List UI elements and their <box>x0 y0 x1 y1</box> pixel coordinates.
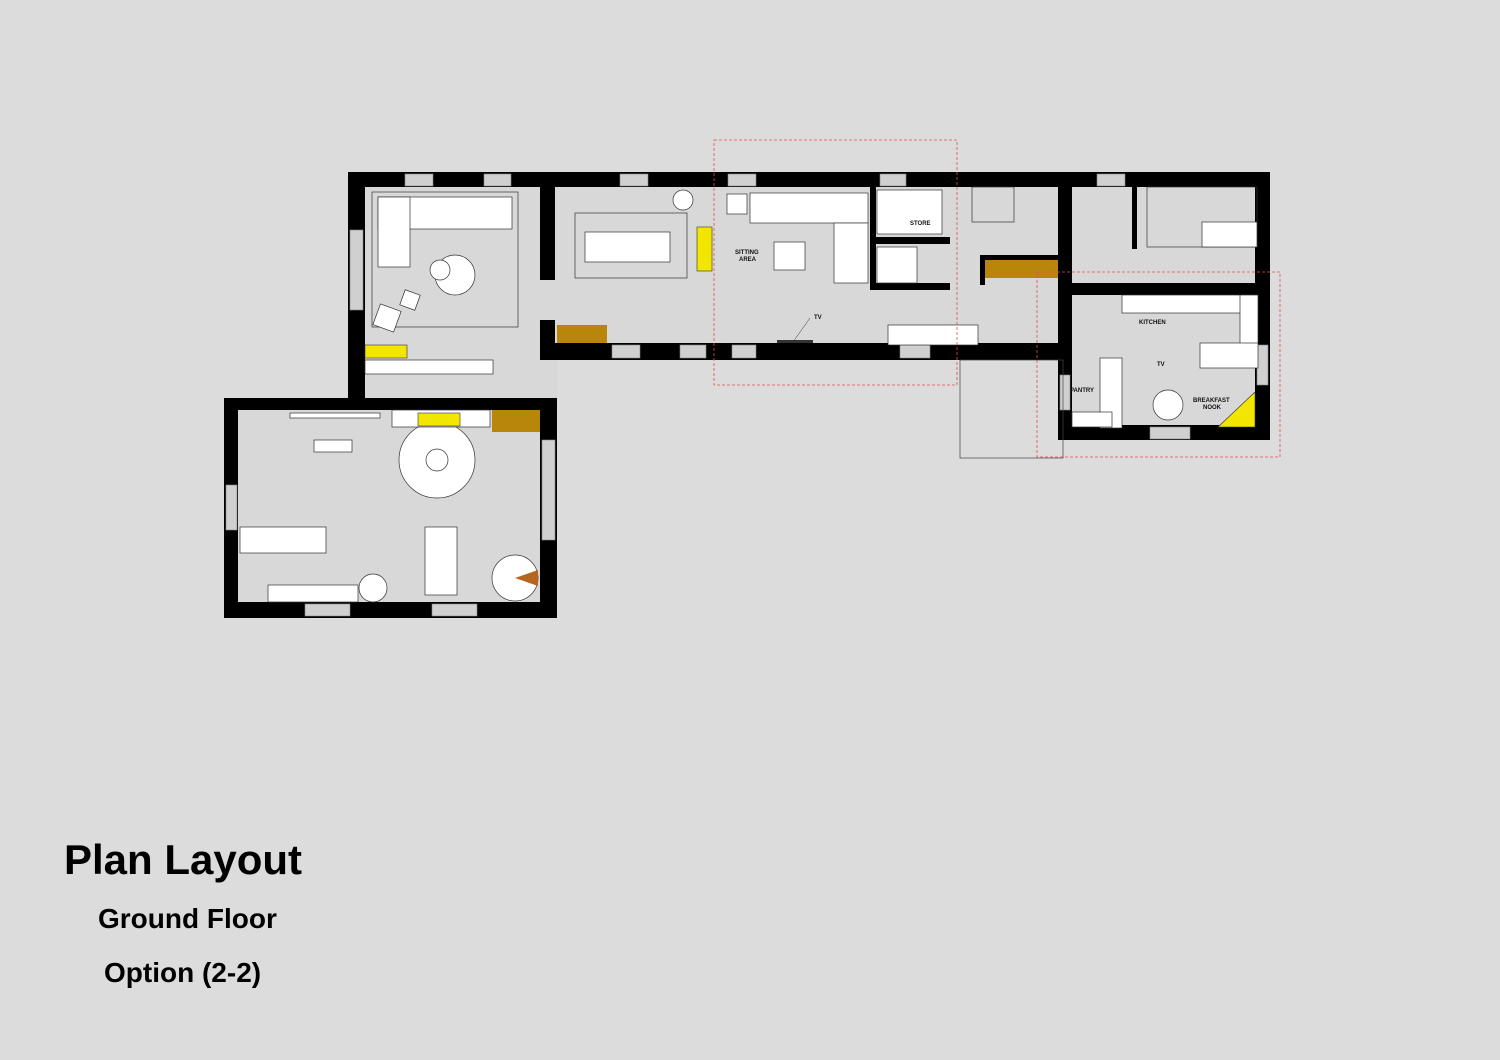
windows <box>225 173 1269 617</box>
room-label-pantry: PANTRY <box>1070 388 1094 394</box>
tv-label-kitchen: TV <box>1157 362 1165 368</box>
terrace-outline <box>959 359 1064 459</box>
accent-fills <box>364 226 1256 586</box>
tv-label-living: TV <box>814 315 822 321</box>
floor-subtitle: Ground Floor <box>98 903 277 934</box>
furniture <box>239 186 1259 603</box>
room-label-store: STORE <box>910 221 931 227</box>
room-label-sitting-area-2: AREA <box>739 257 757 263</box>
room-label-sitting-area: SITTING <box>735 250 759 256</box>
highlight-boxes <box>713 139 1281 458</box>
room-label-breakfast-nook: BREAKFAST <box>1193 398 1230 404</box>
room-label-breakfast-nook-2: NOOK <box>1203 405 1222 411</box>
option-label: Option (2-2) <box>104 957 262 988</box>
tv-leader <box>792 317 811 343</box>
room-label-kitchen: KITCHEN <box>1139 320 1166 326</box>
tv-icon <box>777 340 813 343</box>
page-title: Plan Layout <box>64 836 303 883</box>
